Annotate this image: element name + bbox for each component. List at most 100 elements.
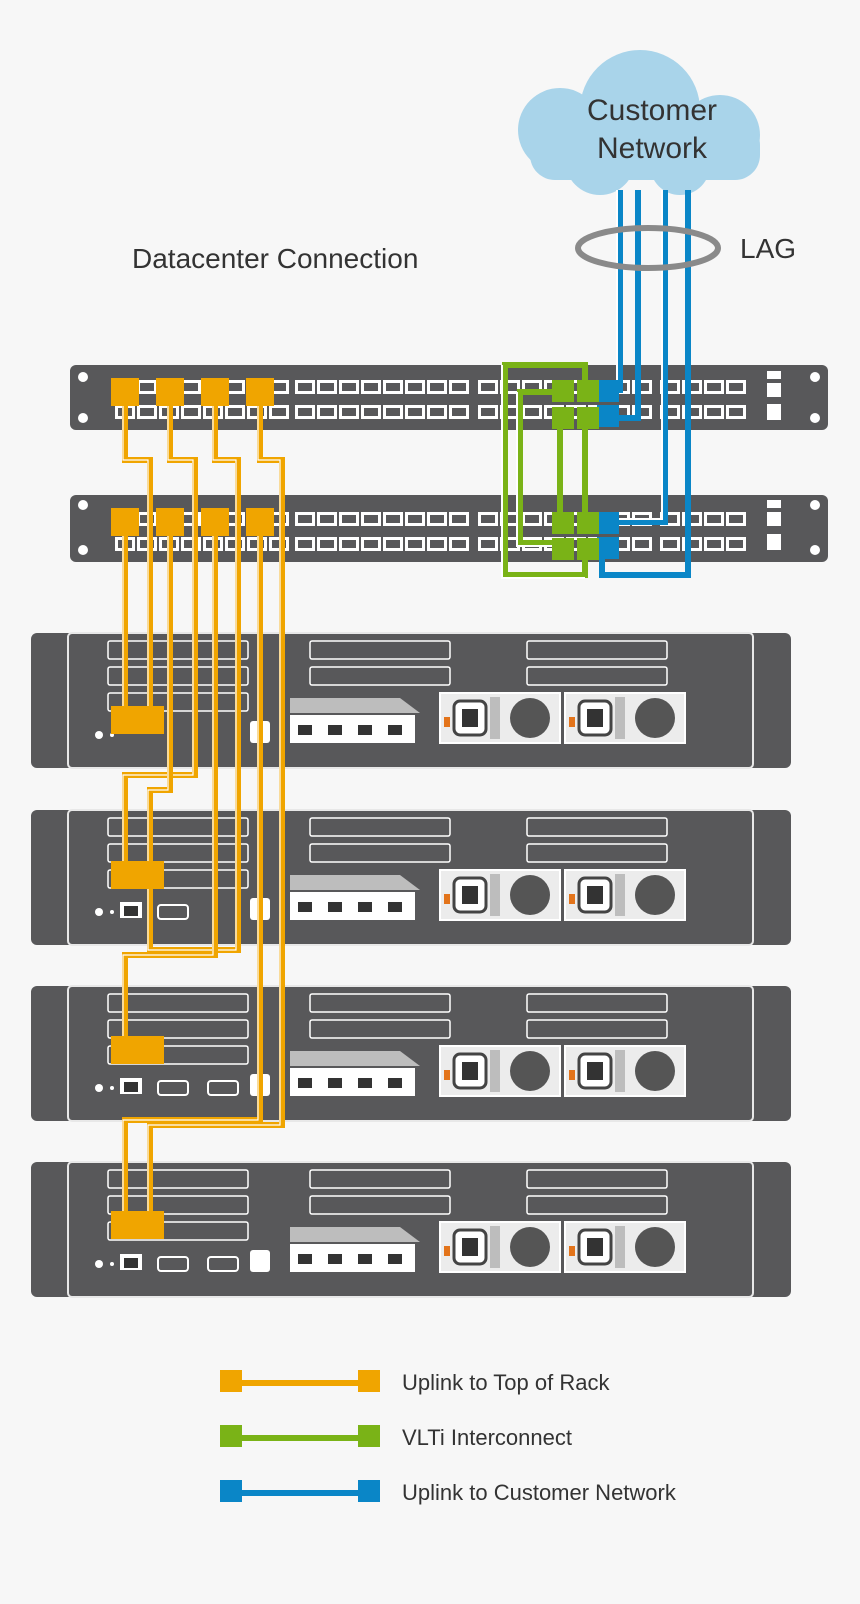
- server-chassis: [31, 632, 791, 769]
- switch-port: [522, 512, 542, 526]
- switch-port: [427, 537, 447, 551]
- tor-uplink-connector: [156, 508, 184, 536]
- legend-item: VLTi Interconnect: [220, 1410, 820, 1465]
- tor-uplink-connector: [111, 861, 139, 889]
- switch-port: [383, 512, 403, 526]
- switch-port: [726, 405, 746, 419]
- switch-port: [449, 380, 469, 394]
- server-chassis: [31, 809, 791, 946]
- switch-port: [295, 405, 315, 419]
- page-title: Datacenter Connection: [132, 243, 418, 274]
- switch-port: [181, 405, 201, 419]
- switch-port: [704, 537, 724, 551]
- power-supply: [563, 1044, 687, 1098]
- server-chassis: [31, 1161, 791, 1298]
- switch-port: [137, 380, 157, 394]
- tor-uplink-connector: [246, 378, 274, 406]
- power-supply: [438, 1044, 562, 1098]
- legend-label: Uplink to Customer Network: [402, 1479, 676, 1505]
- tor-uplink-connector: [156, 378, 184, 406]
- switch-port: [295, 537, 315, 551]
- switch-port: [405, 537, 425, 551]
- switch-port: [478, 537, 498, 551]
- switch-port: [317, 380, 337, 394]
- switch-port: [427, 405, 447, 419]
- legend-label: Uplink to Top of Rack: [402, 1369, 610, 1395]
- tor-uplink-connector: [136, 1036, 164, 1064]
- switch-port: [427, 380, 447, 394]
- switch-port: [478, 380, 498, 394]
- legend-swatch-vlti: [220, 1424, 380, 1451]
- switch-port: [339, 405, 359, 419]
- switch-port: [383, 380, 403, 394]
- cloud-label-line1: Customer: [587, 94, 717, 127]
- customer-uplink-port: [597, 380, 619, 402]
- tor-uplink-connector: [201, 508, 229, 536]
- switch-port: [726, 512, 746, 526]
- switch-port: [449, 405, 469, 419]
- lag-ring: [575, 225, 721, 271]
- switch-port: [383, 405, 403, 419]
- power-supply: [563, 691, 687, 745]
- legend-label: VLTi Interconnect: [402, 1424, 572, 1450]
- switch-port: [361, 537, 381, 551]
- tor-uplink-connector: [246, 508, 274, 536]
- switch-port: [704, 405, 724, 419]
- power-supply: [563, 868, 687, 922]
- tor-uplink-connector: [136, 1211, 164, 1239]
- tor-uplink-connector: [136, 861, 164, 889]
- tor-uplink-cable: [122, 392, 198, 875]
- legend-item: Uplink to Customer Network: [220, 1465, 820, 1520]
- switch-port: [339, 380, 359, 394]
- tor-uplink-cable: [147, 392, 241, 953]
- switch-port: [317, 537, 337, 551]
- tor-uplink-connector: [111, 1211, 139, 1239]
- tor-uplink-cables: [111, 378, 285, 1239]
- legend-swatch-tor: [220, 1369, 380, 1396]
- switch-port: [478, 405, 498, 419]
- lag-label: LAG: [740, 233, 796, 264]
- switch-port: [449, 512, 469, 526]
- switch-port: [383, 537, 403, 551]
- tor-uplink-connector: [111, 706, 139, 734]
- switch-port: [726, 380, 746, 394]
- switch-port: [361, 380, 381, 394]
- switch-port: [704, 512, 724, 526]
- switch-port: [405, 405, 425, 419]
- switch-port: [269, 405, 289, 419]
- customer-network-cloud: Customer Network: [518, 50, 760, 195]
- switch-port: [225, 405, 245, 419]
- tor-uplink-cable: [147, 392, 285, 1225]
- switch-port: [361, 512, 381, 526]
- switch-port: [704, 380, 724, 394]
- switch-port: [295, 512, 315, 526]
- legend: Uplink to Top of Rack VLTi Interconnect …: [220, 1355, 820, 1520]
- switch-port: [449, 537, 469, 551]
- switch-port: [427, 512, 447, 526]
- tor-uplink-connector: [201, 378, 229, 406]
- switch-port: [405, 512, 425, 526]
- switch-port: [295, 380, 315, 394]
- switch-port: [660, 537, 680, 551]
- legend-item: Uplink to Top of Rack: [220, 1355, 820, 1410]
- switch-port: [478, 512, 498, 526]
- switch-port: [361, 405, 381, 419]
- tor-uplink-connector: [136, 706, 164, 734]
- legend-swatch-customer: [220, 1479, 380, 1506]
- switch-port: [405, 380, 425, 394]
- switch-port: [632, 537, 652, 551]
- vlti-interconnect: [502, 362, 588, 578]
- switch-port: [339, 537, 359, 551]
- tor-uplink-connector: [111, 1036, 139, 1064]
- tor-uplink-connector: [111, 378, 139, 406]
- server-chassis: [31, 985, 791, 1122]
- switch-port: [339, 512, 359, 526]
- switch-port: [137, 405, 157, 419]
- switch-port: [522, 405, 542, 419]
- switch-port: [317, 512, 337, 526]
- switch-port: [317, 405, 337, 419]
- power-supply: [438, 1220, 562, 1274]
- power-supply: [438, 691, 562, 745]
- power-supply: [438, 868, 562, 922]
